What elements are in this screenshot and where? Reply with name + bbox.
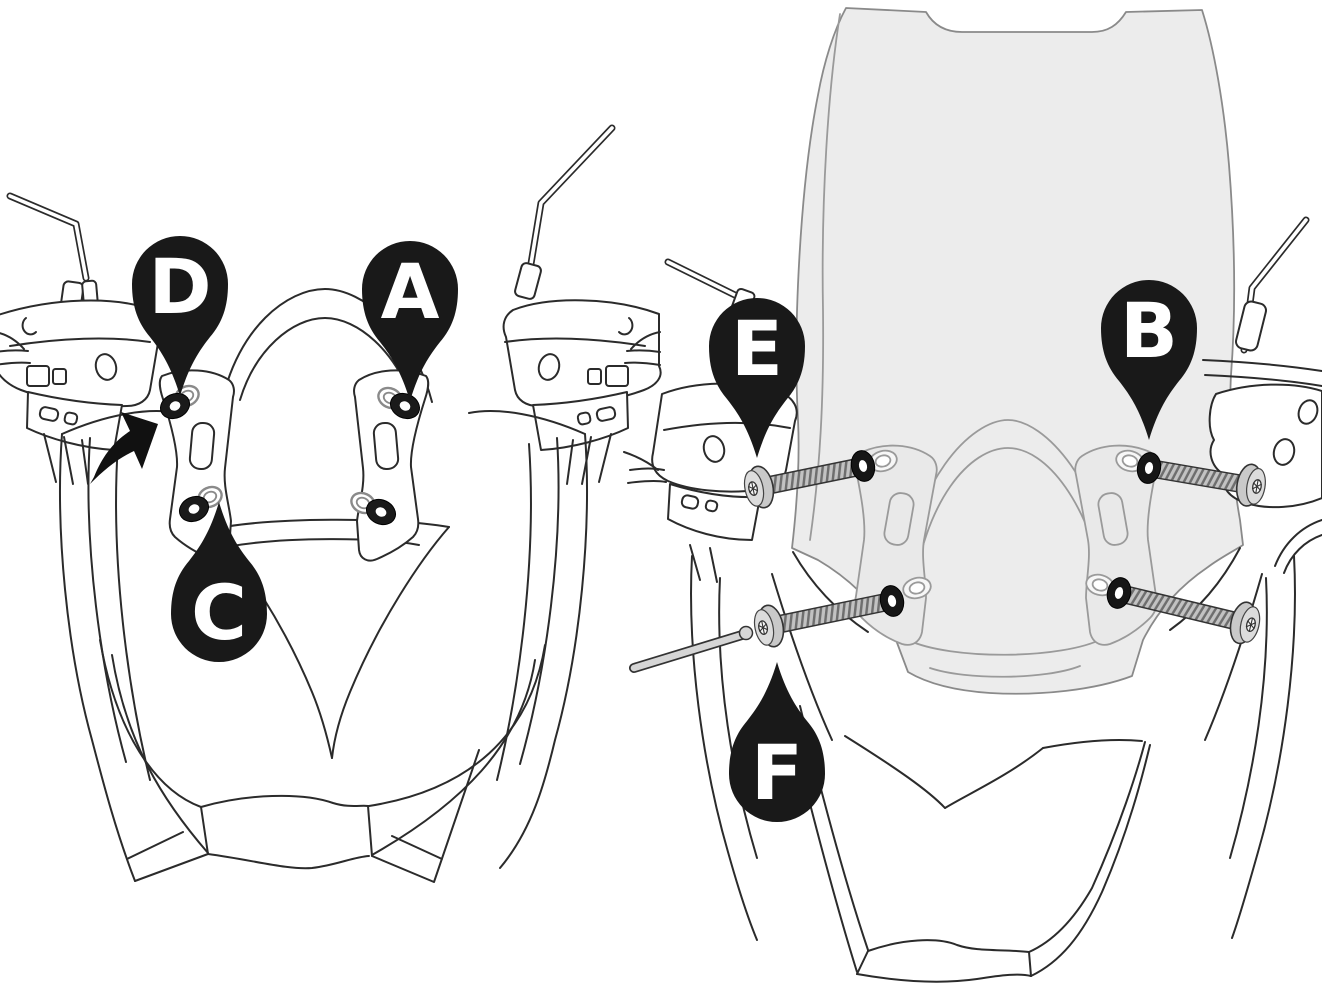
pointer-arrow: [90, 412, 158, 484]
callout-letter: F: [751, 728, 803, 817]
left-handlebar-cluster: [0, 299, 163, 485]
callout-pin-c: C: [171, 502, 267, 662]
callout-pin-f: F: [729, 662, 825, 822]
callout-pin-e: E: [709, 298, 805, 458]
left-handlebar-cluster: [623, 287, 798, 583]
right-handlebar-cluster: [502, 299, 662, 485]
left-diagram: D A C: [0, 124, 662, 883]
allen-key: [629, 625, 754, 673]
right-diagram: E B F: [623, 7, 1322, 983]
callout-letter: A: [381, 247, 440, 336]
callout-letter: C: [191, 568, 247, 657]
front-body: [59, 410, 588, 883]
callout-pin-d: D: [132, 236, 228, 396]
callout-pin-a: A: [362, 241, 458, 401]
front-body: [690, 547, 1296, 983]
left-mirror-stem: [6, 192, 90, 282]
callout-letter: B: [1120, 286, 1178, 375]
callout-letter: D: [148, 242, 211, 331]
callout-pin-b: B: [1101, 280, 1197, 440]
callout-letter: E: [731, 304, 783, 393]
mirror-base: [514, 262, 542, 300]
